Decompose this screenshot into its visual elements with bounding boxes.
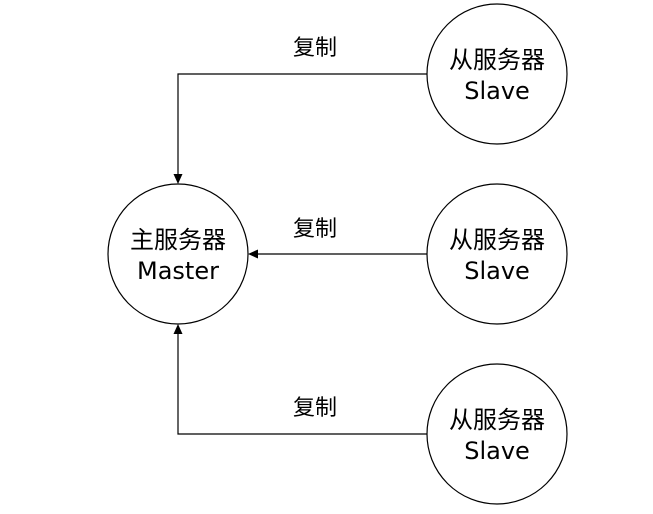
slave-node-title: 从服务器 bbox=[449, 46, 545, 74]
master-node-circle bbox=[107, 183, 249, 325]
arrow-head bbox=[173, 174, 183, 184]
slave-node-3: 从服务器 Slave bbox=[426, 363, 568, 505]
slave-node-title: 从服务器 bbox=[449, 226, 545, 254]
edge-line bbox=[177, 332, 428, 435]
edge-slave-3-to-master: 复制 bbox=[173, 324, 428, 435]
edge-line bbox=[177, 73, 428, 176]
arrow-head bbox=[173, 324, 183, 334]
master-node: 主服务器 Master bbox=[107, 183, 249, 325]
slave-node-circle bbox=[426, 183, 568, 325]
edge-label: 复制 bbox=[293, 396, 337, 421]
slave-node-circle bbox=[426, 363, 568, 505]
slave-node-subtitle: Slave bbox=[464, 437, 530, 465]
master-node-title: 主服务器 bbox=[130, 226, 226, 254]
edge-slave-1-to-master: 复制 bbox=[173, 36, 428, 184]
slave-node-1: 从服务器 Slave bbox=[426, 3, 568, 145]
slave-node-title: 从服务器 bbox=[449, 406, 545, 434]
slave-node-subtitle: Slave bbox=[464, 257, 530, 285]
edge-label: 复制 bbox=[293, 217, 337, 242]
slave-node-circle bbox=[426, 3, 568, 145]
edge-slave-2-to-master: 复制 bbox=[248, 217, 428, 259]
slave-node-subtitle: Slave bbox=[464, 77, 530, 105]
slave-node-2: 从服务器 Slave bbox=[426, 183, 568, 325]
arrow-head bbox=[248, 249, 258, 259]
edge-label: 复制 bbox=[293, 36, 337, 61]
master-node-subtitle: Master bbox=[137, 257, 219, 285]
